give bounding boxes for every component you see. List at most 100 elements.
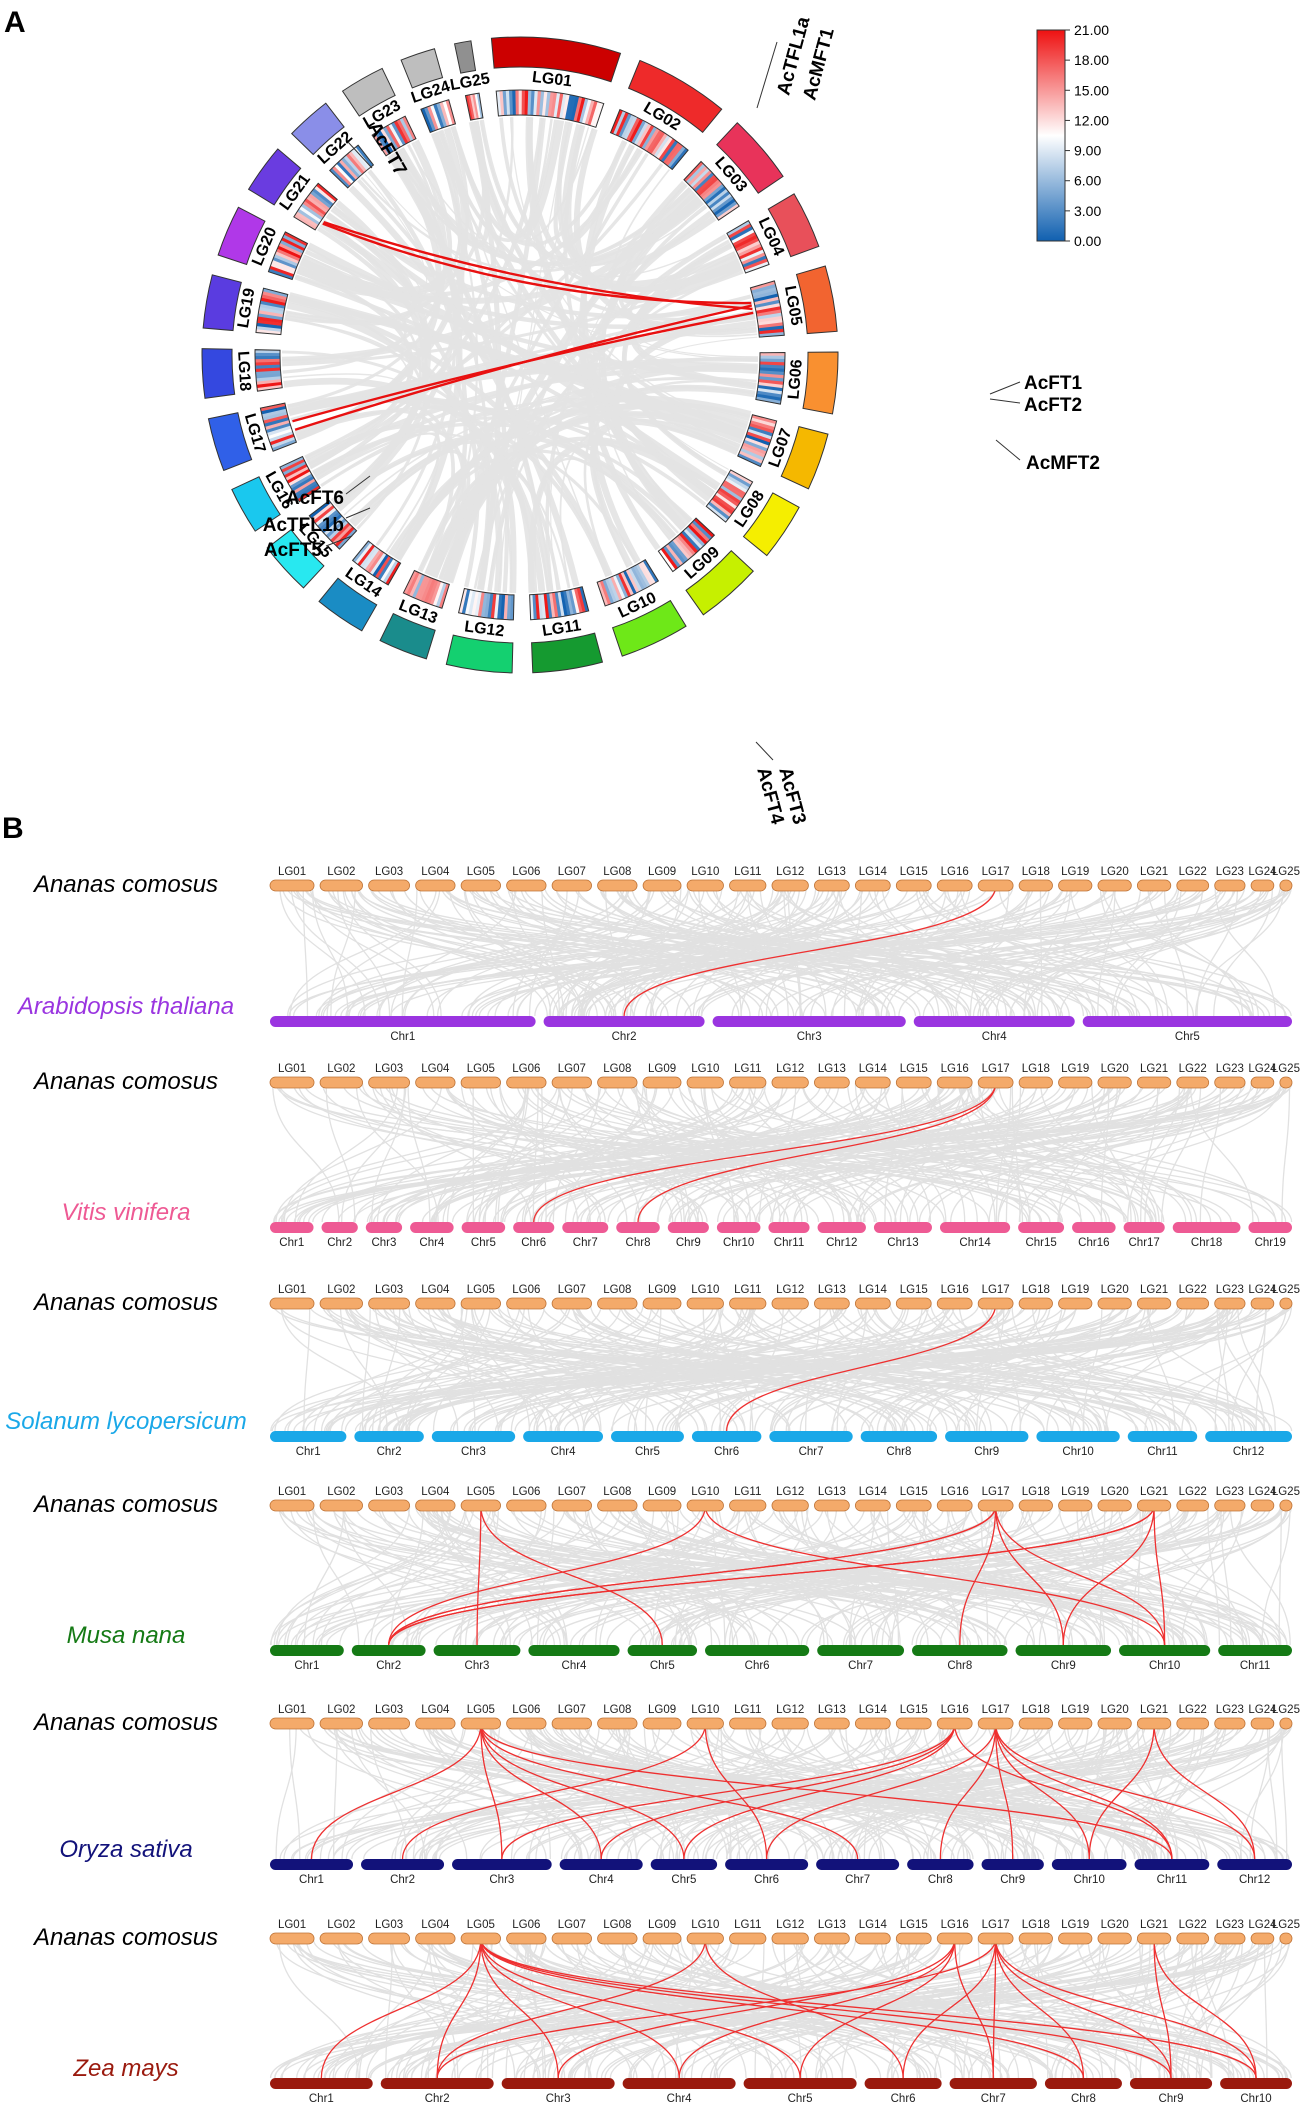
background-link [350, 885, 559, 1017]
background-link [1025, 1505, 1287, 1646]
background-link [304, 423, 467, 582]
density-cell [260, 402, 286, 412]
species-chromosome [543, 1016, 705, 1027]
density-cell [315, 507, 337, 526]
density-cell [551, 592, 559, 618]
gene-pair-link [994, 1505, 1064, 1646]
chromosome-label: LG18 [1022, 1704, 1050, 1716]
chromosome-label: LG11 [734, 1284, 761, 1296]
compared-species-name: Musa nana [67, 1622, 186, 1649]
chromosome-label: Chr11 [774, 1237, 804, 1249]
chromosome-label: LG21 [1140, 866, 1168, 878]
background-link [273, 1505, 466, 1646]
density-cell [345, 152, 365, 175]
gene-pair-link [480, 1938, 559, 2079]
chromosome-label: LG02 [327, 1486, 355, 1498]
density-cell [433, 103, 445, 129]
chromosome-label: LG17 [982, 1063, 1010, 1075]
background-link [327, 885, 669, 1017]
chromosome-label: LG01 [278, 866, 306, 878]
background-link [800, 1505, 1220, 1646]
chromosome-label: Chr8 [626, 1237, 651, 1249]
background-link [838, 885, 940, 1017]
pineapple-chromosome [1058, 1297, 1093, 1310]
chromosome-arc-lg25 [453, 40, 477, 74]
chromosome-label: LG02 [327, 1704, 355, 1716]
background-link [667, 1082, 897, 1223]
chromosome-label: LG19 [1061, 1063, 1089, 1075]
chromosome-label: Chr3 [461, 1446, 486, 1458]
density-cell [319, 511, 341, 531]
density-cell [651, 133, 668, 156]
pineapple-chromosome [506, 1297, 547, 1310]
gene-pair-link [480, 1723, 602, 1860]
chromosome-label: Chr7 [573, 1237, 598, 1249]
pineapple-chromosome [642, 1499, 682, 1512]
density-cell [637, 562, 654, 586]
species-chromosome [743, 2078, 857, 2089]
background-link [660, 885, 1271, 1017]
background-link [1194, 885, 1285, 1017]
pineapple-chromosome [686, 1297, 724, 1310]
chromosome-label: Chr4 [982, 1031, 1008, 1043]
chromosome-label: LG02 [327, 1919, 355, 1931]
background-link [388, 153, 553, 592]
density-cell [464, 589, 474, 615]
density-cell [576, 97, 586, 123]
density-cell [641, 126, 658, 150]
density-cell [372, 554, 389, 577]
density-segment-outline [308, 499, 358, 550]
background-link [270, 1303, 804, 1432]
background-link [389, 1938, 456, 2079]
density-cell [756, 309, 782, 317]
density-cell [430, 104, 442, 130]
background-link [617, 1723, 1050, 1860]
background-link [1255, 1303, 1267, 1432]
density-cell [467, 94, 476, 120]
species-chromosome [622, 2078, 736, 2089]
background-link [648, 1505, 1284, 1646]
density-cell [272, 256, 298, 269]
density-cell [505, 90, 511, 116]
background-link [272, 1082, 340, 1223]
background-link [336, 1938, 539, 2079]
pineapple-chromosome [729, 1297, 767, 1310]
pineapple-chromosome [1058, 1717, 1093, 1730]
chromosome-label: Chr1 [294, 1660, 319, 1672]
chromosome-label: LG17 [982, 1486, 1010, 1498]
pineapple-chromosome [1279, 879, 1293, 892]
background-link [886, 1938, 1052, 2079]
gene-pair-link [501, 1723, 956, 1860]
background-link [1114, 885, 1204, 1017]
species-chromosome [939, 1222, 1011, 1233]
chromosome-arc-lg17 [207, 412, 253, 472]
chromosome-label: LG05 [467, 1486, 495, 1498]
background-link [734, 1303, 971, 1432]
chromosome-label: Chr5 [635, 1446, 660, 1458]
background-link [1216, 1303, 1230, 1432]
compared-species-name: Solanum lycopersicum [5, 1408, 246, 1435]
density-cell [411, 574, 425, 599]
chromosome-label: LG25 [449, 70, 492, 94]
background-link [287, 144, 447, 408]
density-cell [420, 577, 433, 602]
density-cell [255, 361, 281, 366]
background-link [745, 1723, 1160, 1860]
background-link [275, 1082, 559, 1223]
background-link [988, 1082, 1122, 1223]
gene-leader-line [345, 507, 371, 519]
density-cell [716, 203, 740, 221]
species-chromosome [716, 1222, 761, 1233]
density-cell [323, 516, 345, 536]
density-cell [436, 102, 448, 128]
density-cell [729, 226, 754, 242]
density-cell [285, 466, 309, 481]
density-cell [547, 91, 555, 118]
pineapple-chromosome [1279, 1499, 1293, 1512]
background-link [294, 1505, 566, 1646]
chromosome-label: Chr12 [1233, 1446, 1264, 1458]
gene-pair-link [533, 1082, 997, 1223]
density-cell [334, 526, 355, 547]
background-link [523, 1082, 891, 1223]
